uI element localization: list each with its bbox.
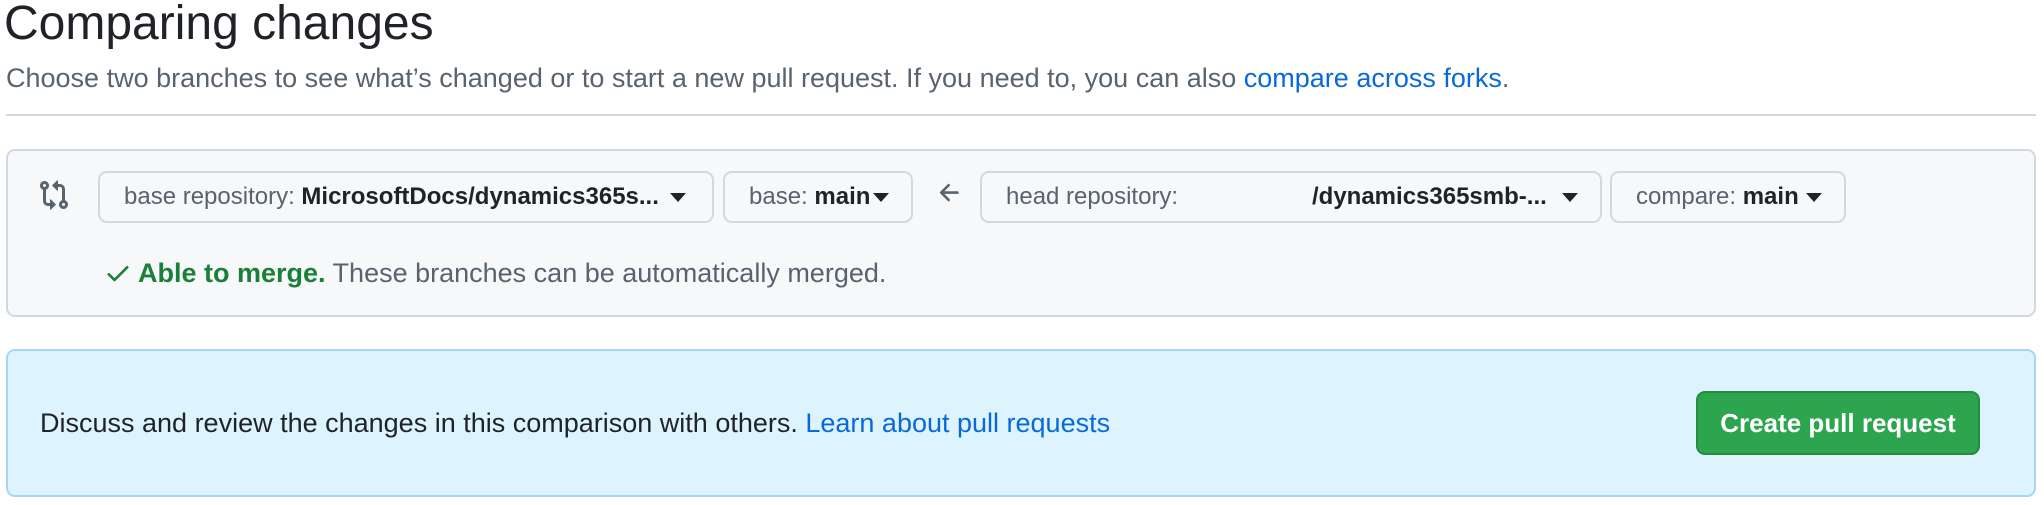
chevron-down-icon [1562,193,1578,202]
arrow-left-icon [939,183,959,202]
create-pr-banner: Discuss and review the changes in this c… [6,349,2036,497]
merge-status-detail: These branches can be automatically merg… [325,258,887,288]
chevron-down-icon [873,193,889,202]
base-repository-value: MicrosoftDocs/dynamics365s... [301,183,659,210]
base-repository-label: base repository: [124,183,302,210]
learn-about-pull-requests-link[interactable]: Learn about pull requests [805,408,1111,438]
compare-across-forks-link[interactable]: compare across forks [1243,63,1502,93]
merge-status: Able to merge. These branches can be aut… [104,255,886,291]
range-editor: base repository: MicrosoftDocs/dynamics3… [6,149,2036,317]
create-pull-request-button[interactable]: Create pull request [1696,391,1980,455]
compare-branch-value: main [1742,183,1799,210]
banner-message: Discuss and review the changes in this c… [40,408,806,438]
merge-status-ok: Able to merge. [138,258,326,288]
git-compare-icon [40,180,69,210]
head-repository-value: /dynamics365smb-... [1312,183,1547,210]
compare-branch-select[interactable]: compare: main [1610,171,1846,223]
base-repository-select[interactable]: base repository: MicrosoftDocs/dynamics3… [98,171,714,223]
page-subtitle: Choose two branches to see what’s change… [6,60,1509,96]
subtitle-text: Choose two branches to see what’s change… [6,63,1244,93]
compare-branch-label: compare: [1636,183,1743,210]
base-branch-select[interactable]: base: main [723,171,913,223]
base-branch-value: main [814,183,871,210]
divider [6,114,2036,116]
banner-text: Discuss and review the changes in this c… [40,405,1110,441]
subtitle-end: . [1501,63,1510,93]
page-title: Comparing changes [4,0,434,50]
chevron-down-icon [1806,193,1822,202]
chevron-down-icon [670,193,686,202]
head-repository-select[interactable]: head repository: /dynamics365smb-... [980,171,1602,223]
head-repository-label: head repository: [1006,183,1179,210]
base-branch-label: base: [749,183,815,210]
check-icon [107,265,129,282]
